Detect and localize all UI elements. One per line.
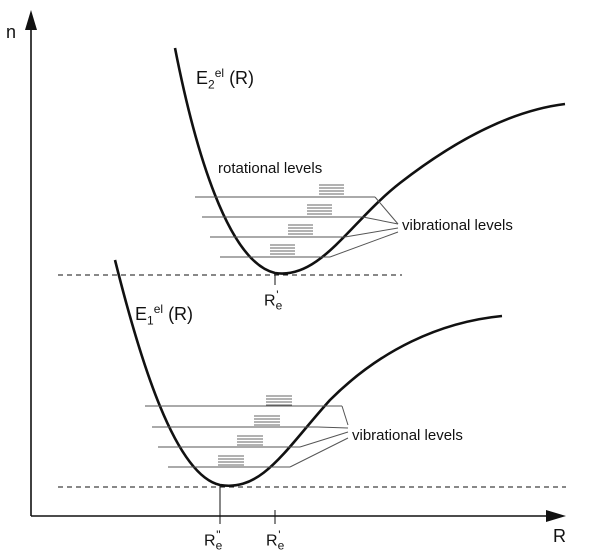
y-axis-arrow — [25, 10, 37, 30]
x-axis-label: R — [553, 526, 566, 546]
upper-curve-label-sup: el — [214, 66, 225, 80]
upper-curve-label-main: E — [196, 68, 209, 88]
x-tick-1-prime: ' — [278, 528, 281, 542]
x-axis-arrow — [546, 510, 566, 522]
upper-vibrational-pointers — [329, 196, 399, 258]
upper-minimum-label-sub: e — [275, 298, 283, 313]
lower-curve-label-main: E — [135, 304, 148, 324]
upper-vibrational-levels-label: vibrational levels — [402, 217, 513, 234]
y-axis-label: n — [6, 22, 17, 42]
x-tick-1-main: R — [266, 532, 278, 550]
upper-potential-curve — [173, 47, 566, 275]
x-tick-0-prime: " — [216, 528, 221, 542]
lower-curve-label-sub: 1 — [147, 313, 154, 328]
x-tick-0-main: R — [204, 532, 216, 550]
x-tick-0-sub: e — [215, 538, 223, 553]
upper-vibrational-levels — [195, 196, 375, 258]
rotational-levels-label: rotational levels — [218, 160, 323, 177]
x-tick-1-sub: e — [277, 538, 285, 553]
upper-curve-label-arg: (R) — [229, 68, 255, 88]
lower-curve-label-arg: (R) — [168, 304, 194, 324]
lower-vibrational-levels-label: vibrational levels — [352, 427, 463, 444]
lower-vibrational-pointers — [289, 405, 349, 468]
lower-curve-label-sup: el — [153, 302, 164, 316]
x-tick-label-re-prime: Re' — [266, 528, 284, 553]
x-tick-label-re-double-prime: Re" — [204, 528, 223, 553]
upper-curve-label: E2el (R) — [196, 66, 254, 92]
upper-minimum-label-main: R — [264, 292, 276, 310]
upper-minimum-label: Re' — [264, 288, 282, 313]
lower-rotational-levels — [218, 395, 292, 466]
lower-curve-label: E1el (R) — [135, 302, 193, 328]
upper-rotational-levels — [270, 184, 344, 255]
lower-vibrational-levels — [145, 405, 342, 468]
lower-potential-curve — [113, 259, 503, 488]
upper-minimum-label-prime: ' — [276, 288, 279, 302]
upper-curve-label-sub: 2 — [208, 77, 215, 92]
